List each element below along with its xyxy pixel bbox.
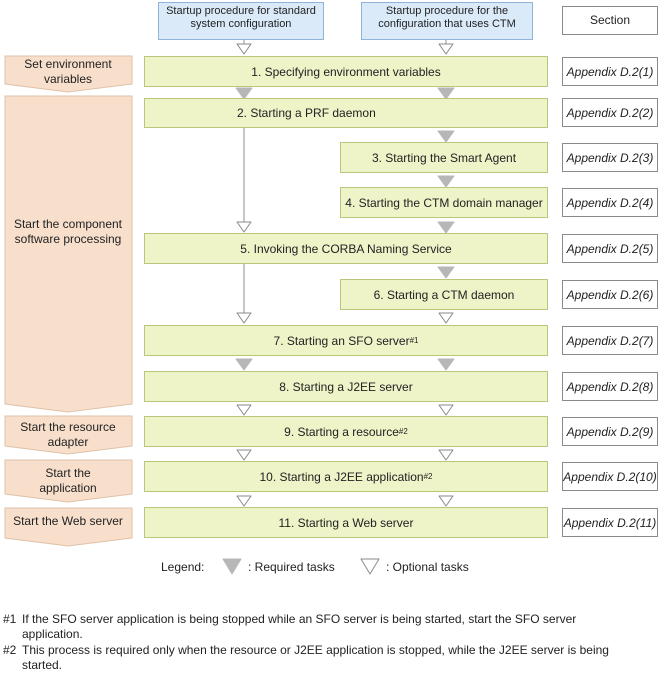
section-ref-11: Appendix D.2(11) (562, 508, 658, 537)
phase-arrow-resource (4, 415, 133, 455)
optional-arrow-icon (438, 43, 454, 55)
optional-arrow-icon (438, 495, 454, 507)
step-4: 4. Starting the CTM domain manager (340, 187, 548, 218)
section-ref-3: Appendix D.2(3) (562, 143, 658, 172)
optional-arrow-icon (236, 404, 252, 416)
phase-arrows (4, 55, 133, 547)
step-2: 2. Starting a PRF daemon (144, 98, 548, 128)
header-section: Section (562, 6, 658, 35)
section-ref-6: Appendix D.2(6) (562, 280, 658, 309)
legend-required-label: : Required tasks (248, 560, 335, 574)
required-arrow-icon (437, 175, 455, 188)
optional-arrow-icon (236, 495, 252, 507)
section-ref-5: Appendix D.2(5) (562, 234, 658, 263)
optional-arrow-icon (438, 312, 454, 324)
required-arrow-icon (235, 87, 253, 100)
step-3: 3. Starting the Smart Agent (340, 142, 548, 173)
required-arrow-icon (437, 266, 455, 279)
legend-optional-label: : Optional tasks (386, 560, 469, 574)
legend-title: Legend: (161, 560, 205, 574)
legend-required-icon (222, 558, 242, 575)
flow-connectors (235, 40, 455, 507)
step-9: 9. Starting a resource#2 (144, 416, 548, 447)
step-6: 6. Starting a CTM daemon (340, 279, 548, 310)
footnote-mark: #2 (3, 643, 17, 657)
optional-arrow-icon (236, 449, 252, 461)
step-8: 8. Starting a J2EE server (144, 371, 548, 402)
footnote-2: #2 This process is required only when th… (3, 643, 628, 673)
required-arrow-icon (437, 130, 455, 143)
footnote-mark: #1 (3, 612, 17, 626)
optional-arrow-icon (236, 221, 252, 233)
optional-arrow-icon (236, 43, 252, 55)
phase-arrow-component (4, 95, 133, 413)
phase-label-web: Start the Web server (13, 514, 123, 528)
step-1: 1. Specifying environment variables (144, 56, 548, 87)
section-ref-2: Appendix D.2(2) (562, 98, 658, 127)
footnote-1: #1 If the SFO server application is bein… (3, 612, 628, 642)
section-ref-7: Appendix D.2(7) (562, 326, 658, 355)
optional-arrow-icon (438, 404, 454, 416)
footnote-text: If the SFO server application is being s… (22, 612, 577, 641)
step-7: 7. Starting an SFO server#1 (144, 325, 548, 356)
section-ref-8: Appendix D.2(8) (562, 372, 658, 401)
legend-optional-icon (360, 558, 380, 575)
section-ref-4: Appendix D.2(4) (562, 188, 658, 217)
required-arrow-icon (437, 221, 455, 234)
footnote-text: This process is required only when the r… (22, 643, 609, 672)
required-arrow-icon (437, 358, 455, 371)
section-ref-9: Appendix D.2(9) (562, 417, 658, 446)
required-arrow-icon (437, 87, 455, 100)
step-10: 10. Starting a J2EE application#2 (144, 461, 548, 492)
phase-arrow-application (4, 459, 133, 503)
optional-arrow-icon (236, 312, 252, 324)
section-ref-1: Appendix D.2(1) (562, 57, 658, 86)
section-ref-10: Appendix D.2(10) (562, 462, 658, 491)
phase-arrow-env (4, 55, 133, 93)
required-arrow-icon (235, 358, 253, 371)
optional-arrow-icon (438, 449, 454, 461)
step-11: 11. Starting a Web server (144, 507, 548, 538)
step-5: 5. Invoking the CORBA Naming Service (144, 233, 548, 264)
phase-arrow-web (4, 507, 133, 547)
